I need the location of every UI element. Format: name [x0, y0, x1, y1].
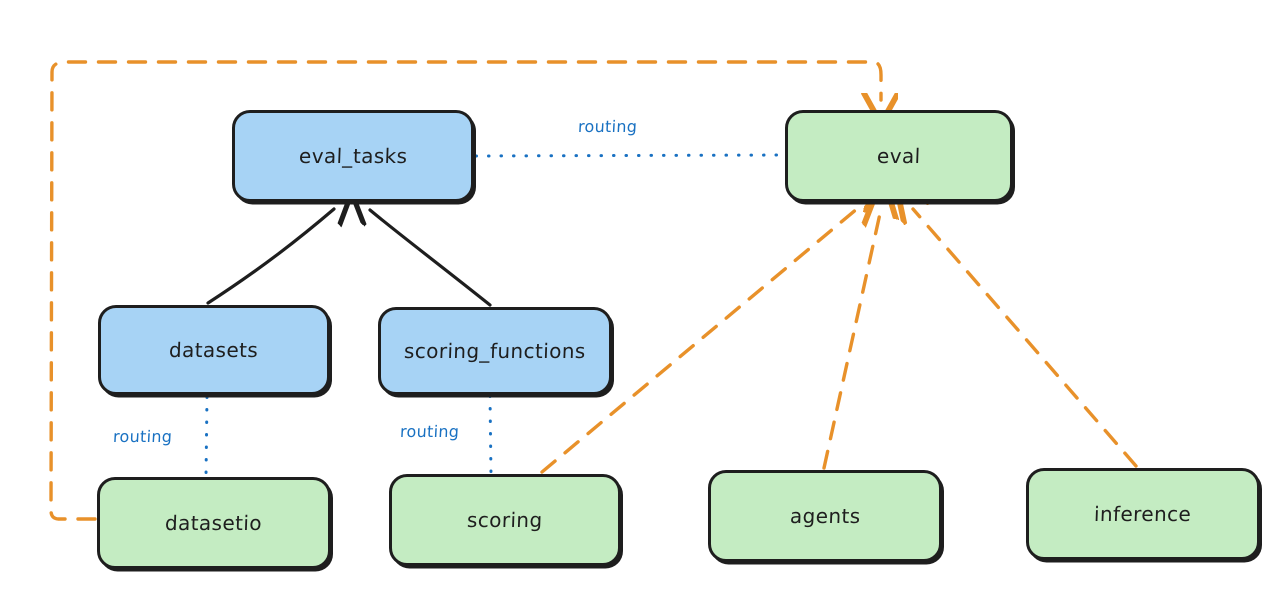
node-eval[interactable]: eval: [785, 110, 1013, 202]
node-label: datasetio: [165, 511, 263, 535]
node-label: eval_tasks: [298, 144, 408, 168]
node-label: agents: [789, 504, 861, 528]
node-agents[interactable]: agents: [708, 470, 942, 562]
node-scoring-functions[interactable]: scoring_functions: [378, 307, 612, 395]
node-inference[interactable]: inference: [1026, 468, 1260, 560]
edge-scoring-functions-to-scoring-routing: [488, 394, 493, 476]
node-label: scoring_functions: [403, 339, 587, 363]
node-datasets[interactable]: datasets: [98, 305, 330, 395]
edge-label-routing-eval-tasks-eval: routing: [577, 117, 638, 136]
edge-datasets-to-eval-tasks: [206, 209, 334, 305]
node-label: eval: [876, 144, 922, 168]
edge-agents-to-eval: [822, 209, 881, 470]
node-label: datasets: [168, 338, 260, 362]
edge-label-routing-scoring-functions-scoring: routing: [399, 422, 460, 441]
node-label: inference: [1093, 502, 1193, 526]
node-scoring[interactable]: scoring: [389, 474, 621, 566]
node-datasetio[interactable]: datasetio: [97, 477, 331, 569]
edge-label-routing-datasets-datasetio: routing: [112, 427, 173, 446]
edge-datasets-to-datasetio-routing: [204, 395, 209, 478]
edge-inference-to-eval: [913, 209, 1138, 468]
node-eval-tasks[interactable]: eval_tasks: [232, 110, 474, 202]
edge-eval-tasks-to-eval-routing: [474, 153, 785, 158]
edge-scoring-functions-to-eval-tasks: [370, 210, 492, 307]
node-label: scoring: [466, 508, 544, 532]
